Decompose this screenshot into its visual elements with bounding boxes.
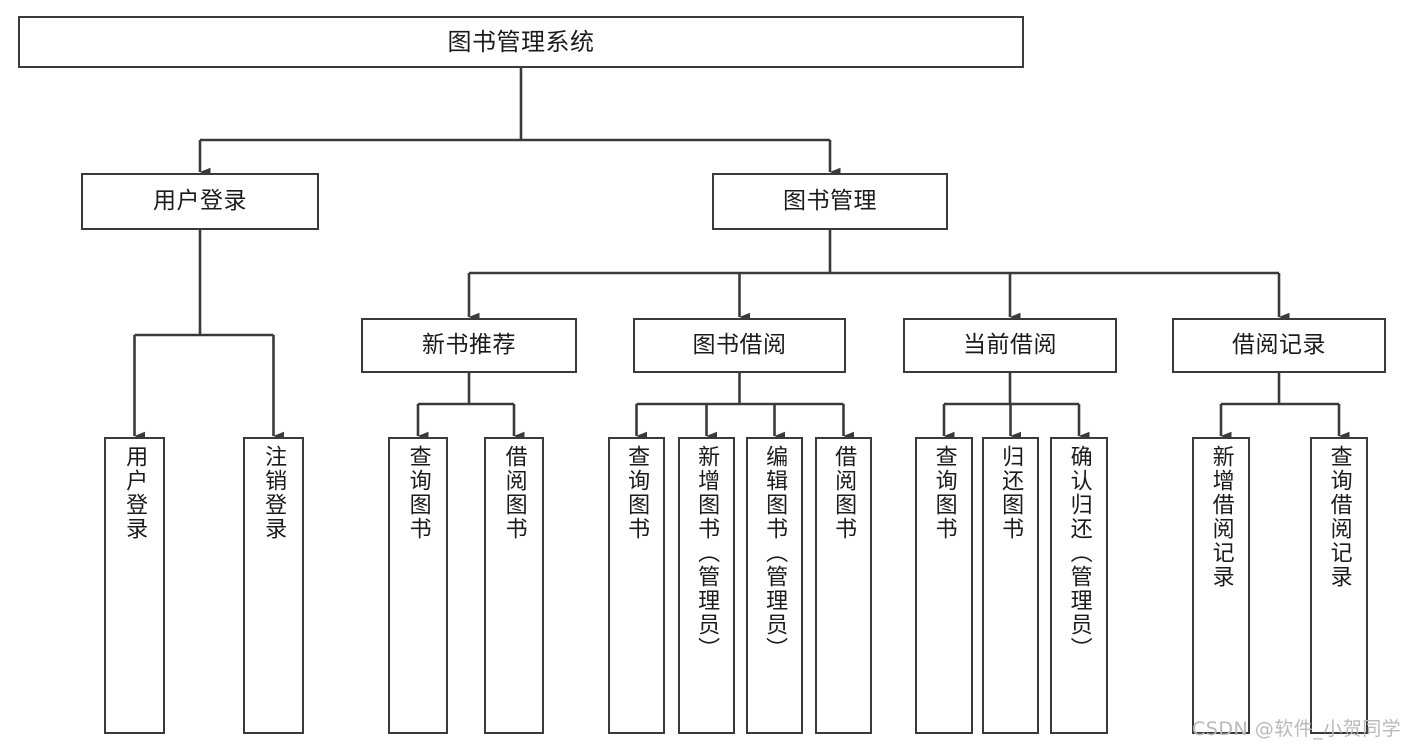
node-l3-d2[interactable]: 归还图书 (982, 437, 1039, 734)
node-label: 借阅图书 (831, 445, 857, 541)
node-label: 归还图书 (998, 445, 1024, 541)
node-l2-newbook[interactable]: 新书推荐 (361, 318, 577, 373)
node-l3-c1[interactable]: 查询图书 (608, 437, 665, 734)
node-l3-d1[interactable]: 查询图书 (915, 437, 973, 734)
node-root[interactable]: 图书管理系统 (18, 16, 1024, 68)
node-label: 编辑图书（管理员） (762, 445, 788, 661)
node-label: 借阅记录 (1232, 331, 1326, 358)
node-label: 新增图书（管理员） (694, 445, 720, 661)
node-l3-a2[interactable]: 注销登录 (243, 437, 304, 734)
node-label: 查询图书 (405, 445, 431, 541)
node-label: 查询借阅记录 (1326, 445, 1352, 589)
node-l2-current[interactable]: 当前借阅 (903, 318, 1117, 373)
node-label: 新书推荐 (422, 331, 516, 358)
node-l3-c2[interactable]: 新增图书（管理员） (678, 437, 735, 734)
node-label: 新增借阅记录 (1208, 445, 1234, 589)
node-label: 用户登录 (122, 445, 148, 541)
node-l3-e1[interactable]: 新增借阅记录 (1192, 437, 1250, 734)
node-label: 当前借阅 (963, 331, 1057, 358)
node-label: 图书借阅 (692, 331, 787, 358)
node-l3-b2[interactable]: 借阅图书 (484, 437, 544, 734)
node-label: 注销登录 (261, 445, 287, 541)
node-l3-a1[interactable]: 用户登录 (104, 437, 165, 734)
node-l3-e2[interactable]: 查询借阅记录 (1310, 437, 1368, 734)
node-label: 查询图书 (931, 445, 957, 541)
node-label: 用户登录 (153, 187, 247, 214)
node-l3-d3[interactable]: 确认归还（管理员） (1050, 437, 1108, 734)
node-l3-b1[interactable]: 查询图书 (388, 437, 448, 734)
watermark: CSDN @软件_小贺同学 (1192, 718, 1402, 740)
node-label: 借阅图书 (501, 445, 527, 541)
node-l1-book[interactable]: 图书管理 (712, 173, 948, 230)
node-label: 确认归还（管理员） (1066, 445, 1092, 661)
node-l2-record[interactable]: 借阅记录 (1172, 318, 1386, 373)
node-l1-login[interactable]: 用户登录 (81, 173, 319, 230)
node-label: 查询图书 (624, 445, 650, 541)
node-label: 图书管理系统 (447, 27, 595, 56)
edge-paths (133, 68, 1350, 441)
node-l3-c3[interactable]: 编辑图书（管理员） (746, 437, 803, 734)
node-l2-borrow[interactable]: 图书借阅 (633, 318, 846, 373)
node-label: 图书管理 (783, 187, 877, 214)
node-l3-c4[interactable]: 借阅图书 (815, 437, 872, 734)
